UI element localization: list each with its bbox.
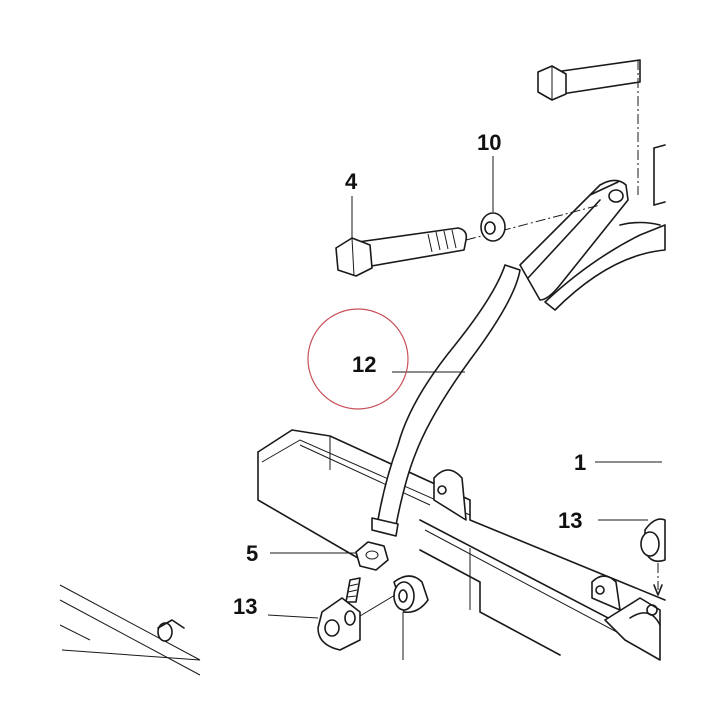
left-frame-fragment <box>59 584 201 676</box>
side-plate <box>653 144 666 206</box>
highlight-circle-part-12 <box>307 308 409 410</box>
bushing-lower <box>393 575 429 614</box>
arm-bracket <box>519 179 666 311</box>
bolt-4 <box>335 204 601 277</box>
bushing-right <box>640 518 666 563</box>
leader-lines <box>267 156 662 660</box>
callout-13-left: 13 <box>233 594 257 619</box>
handle-tube <box>371 264 521 537</box>
washer-10 <box>480 212 506 242</box>
callout-1: 1 <box>574 450 586 475</box>
top-right-bolt <box>537 59 641 195</box>
callout-13-right: 13 <box>558 508 582 533</box>
callout-5: 5 <box>246 541 258 566</box>
nut-5 <box>355 541 389 571</box>
callout-10: 10 <box>477 130 501 155</box>
callout-12: 12 <box>352 352 376 377</box>
mower-frame <box>257 429 666 661</box>
stud-bushing-13 <box>317 577 361 651</box>
callout-4: 4 <box>345 169 358 194</box>
